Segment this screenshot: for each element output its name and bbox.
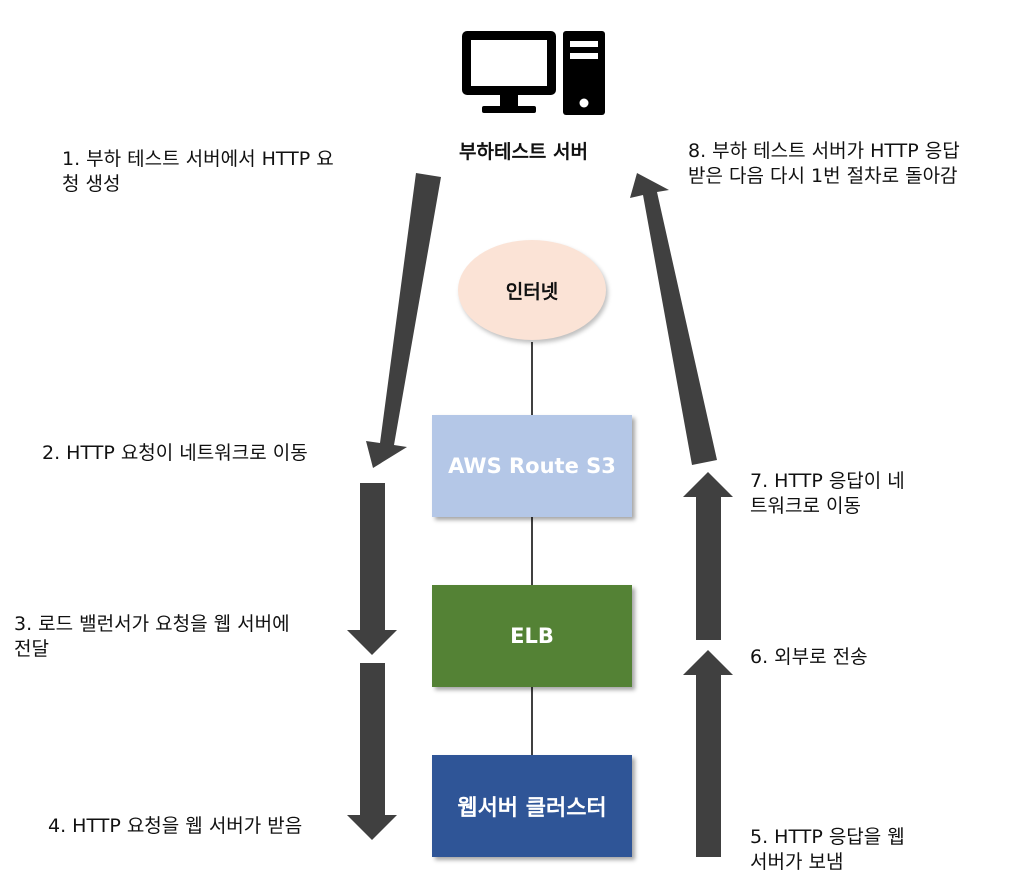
webserver-cluster-node-label: 웹서버 클러스터 (457, 796, 607, 821)
step-2-line-1: 2. HTTP 요청이 네트워크로 이동 (42, 442, 308, 464)
server-title: 부하테스트 서버 (459, 141, 588, 163)
step-5-label: 5. HTTP 응답을 웹 서버가 보냄 (750, 825, 905, 875)
elb-node-label: ELB (510, 624, 554, 648)
step-3-label: 3. 로드 밸런서가 요청을 웹 서버에 전달 (14, 612, 290, 662)
step-1-label: 1. 부하 테스트 서버에서 HTTP 요 청 생성 (62, 147, 334, 197)
arrow-elb-to-webserver (347, 663, 397, 840)
arrow-network-to-elb (347, 483, 397, 655)
route53-node: AWS Route S3 (432, 415, 632, 517)
internet-node: 인터넷 (458, 240, 606, 340)
step-1-line-1: 1. 부하 테스트 서버에서 HTTP 요 (62, 148, 334, 170)
elb-node: ELB (432, 585, 632, 687)
step-3-line-1: 3. 로드 밸런서가 요청을 웹 서버에 (14, 613, 290, 635)
step-1-line-2: 청 생성 (62, 173, 121, 195)
step-4-line-1: 4. HTTP 요청을 웹 서버가 받음 (48, 815, 303, 837)
step-2-label: 2. HTTP 요청이 네트워크로 이동 (42, 441, 308, 466)
arrow-response-to-server (630, 173, 717, 465)
step-7-label: 7. HTTP 응답이 네 트워크로 이동 (750, 469, 905, 519)
step-8-line-1: 8. 부하 테스트 서버가 HTTP 응답 (688, 140, 960, 162)
step-3-line-2: 전달 (14, 638, 49, 660)
route53-node-label: AWS Route S3 (448, 454, 616, 478)
arrow-webserver-to-outside (683, 650, 733, 857)
arrow-outside-to-network (683, 472, 733, 640)
step-8-label: 8. 부하 테스트 서버가 HTTP 응답 받은 다음 다시 1번 절차로 돌아… (688, 139, 960, 189)
step-4-label: 4. HTTP 요청을 웹 서버가 받음 (48, 814, 302, 839)
step-6-label: 6. 외부로 전송 (750, 645, 868, 670)
step-7-line-2: 트워크로 이동 (750, 495, 861, 517)
desktop-computer-icon (462, 31, 605, 115)
internet-node-label: 인터넷 (505, 280, 559, 303)
step-8-line-2: 받은 다음 다시 1번 절차로 돌아감 (688, 165, 958, 187)
step-6-line-1: 6. 외부로 전송 (750, 646, 868, 668)
step-5-line-1: 5. HTTP 응답을 웹 (750, 826, 905, 848)
step-7-line-1: 7. HTTP 응답이 네 (750, 470, 905, 492)
webserver-cluster-node: 웹서버 클러스터 (432, 755, 632, 857)
arrow-request-to-network (366, 173, 441, 468)
step-5-line-2: 서버가 보냄 (750, 851, 844, 873)
